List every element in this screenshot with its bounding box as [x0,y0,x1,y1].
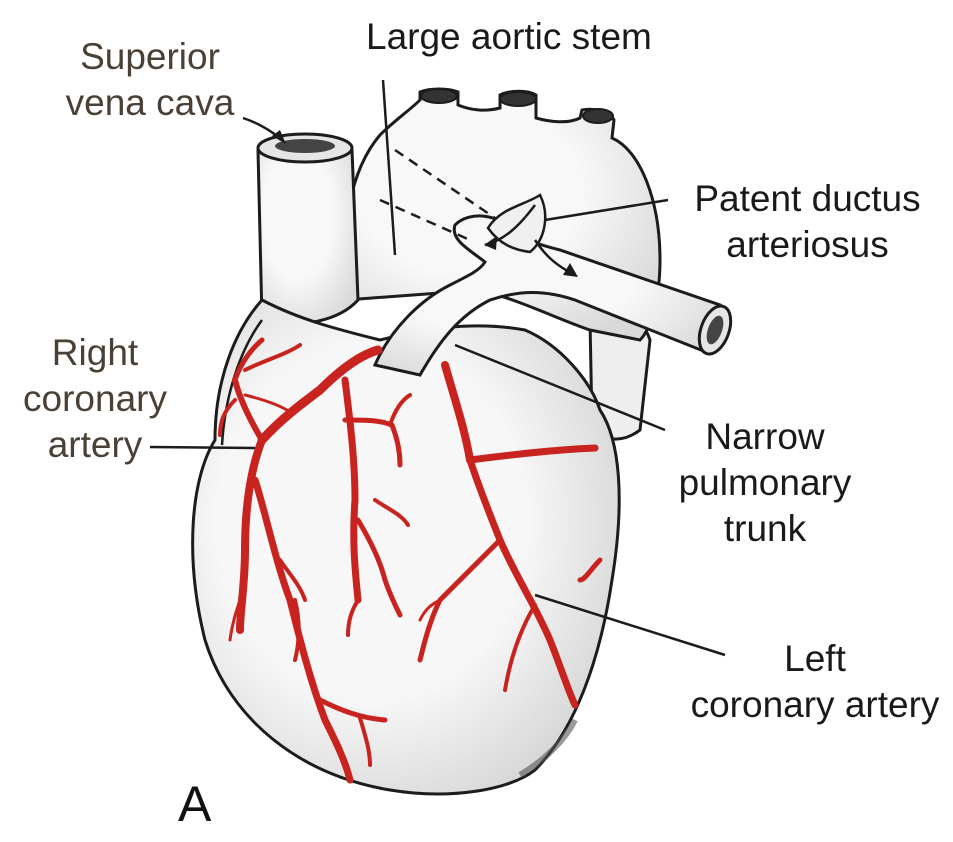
label-svc-line2: vena cava [40,80,260,126]
label-lca-line1: Left [690,636,940,682]
label-pulm-line3: trunk [660,506,870,552]
label-pulm-line2: pulmonary [660,460,870,506]
label-superior-vena-cava: Superior vena cava [40,34,260,126]
left-carotid-opening [500,92,536,106]
label-ductus-line1: Patent ductus [665,176,950,222]
left-subclavian-opening [583,109,613,123]
label-patent-ductus: Patent ductus arteriosus [665,176,950,268]
label-rca-line2: coronary [20,376,170,422]
heart-body [193,300,620,794]
label-rca-line1: Right [20,330,170,376]
label-narrow-pulmonary: Narrow pulmonary trunk [660,414,870,552]
label-svc-line1: Superior [40,34,260,80]
label-lca-line2: coronary artery [690,682,940,728]
label-rca-line3: artery [20,422,170,468]
superior-vena-cava [258,142,358,324]
label-left-coronary: Left coronary artery [690,636,940,728]
label-right-coronary: Right coronary artery [20,330,170,468]
brachiocephalic-opening [421,89,457,103]
label-pulm-line1: Narrow [660,414,870,460]
label-large-aortic-stem: Large aortic stem [366,14,652,60]
label-ductus-line2: arteriosus [665,222,950,268]
panel-letter: A [178,776,211,832]
